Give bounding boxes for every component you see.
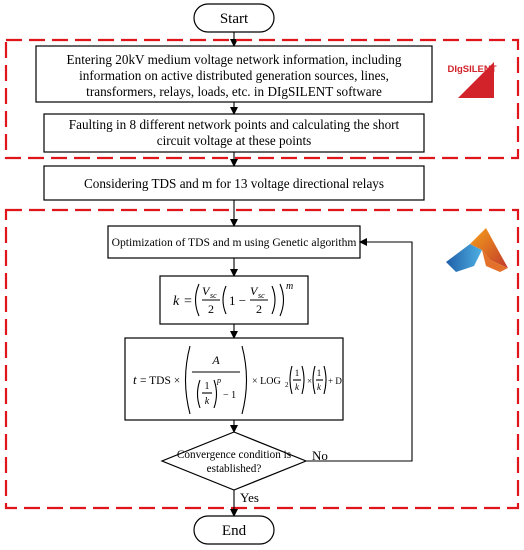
formula1-vsc-sub-a: sc [210,291,217,300]
formula2-last-one: 1 [317,368,322,378]
formula1-exp: m [286,281,293,292]
decision-line-1: Convergence condition is [177,449,291,461]
formula-k-box: k = V sc 2 1 − V sc 2 m [159,275,309,325]
formula2-last-k: k [317,382,322,392]
formula1-two-a: 2 [208,302,214,316]
matlab-logo-icon [446,228,508,272]
formula2-times: × [307,376,312,386]
start-terminal: Start [193,3,275,33]
step1-line-3: transformers, relays, loads, etc. in DIg… [86,84,382,99]
step-optimization-ga: Optimization of TDS and m using Genetic … [107,225,361,259]
start-label: Start [220,11,249,27]
step1-line-2: information on active distributed genera… [79,68,389,83]
end-terminal: End [193,515,275,545]
formula2-minus-one: − 1 [223,390,236,401]
step3-text: Considering TDS and m for 13 voltage dir… [84,176,384,191]
decision-convergence: Convergence condition is established? [160,431,308,491]
formula1-k: k [173,294,180,309]
formula-t-box: t = TDS × A 1 k p − 1 × LOG 2 1 k × 1 k … [124,337,344,421]
formula1-vsc-sub-b: sc [258,291,265,300]
formula2-plus-d: + D [328,376,342,386]
matlab-region [4,208,520,510]
formula2-log-sub: 2 [285,381,289,389]
step-enter-network-info: Entering 20kV medium voltage network inf… [35,45,433,103]
step2-line-2: circuit voltage at these points [157,133,312,148]
step1-line-1: Entering 20kV medium voltage network inf… [67,52,402,67]
step2-line-1: Faulting in 8 different network points a… [69,117,400,132]
formula1-vsc-a: V [202,284,211,298]
formula1-one-minus: 1 − [229,293,246,308]
decision-line-2: established? [207,463,262,475]
digsilent-logo-text: DIgSILENT [447,64,496,75]
formula1-vsc-b: V [250,284,259,298]
formula2-p: p [216,376,221,385]
yes-label: Yes [240,490,259,505]
formula1-two-b: 2 [256,302,262,316]
formula2-t: t [133,372,137,387]
formula2-log-k: k [295,382,300,392]
formula2-A: A [211,353,220,367]
end-label: End [222,523,247,539]
step4-text: Optimization of TDS and m using Genetic … [112,236,357,249]
formula1-eq: = [184,294,192,309]
arrow-no-loop-back [306,238,413,462]
formula2-log-one: 1 [295,368,300,378]
formula2-one: 1 [205,381,210,392]
formula2-k-den: k [205,396,210,407]
no-label: No [312,448,328,463]
formula2-eq: = TDS × [140,375,180,387]
formula2-times-log: × LOG [252,376,281,387]
digsilent-logo: DIgSILENT [447,58,497,98]
digsilent-region [4,38,520,160]
step-considering-tds: Considering TDS and m for 13 voltage dir… [43,165,425,201]
step-faulting-points: Faulting in 8 different network points a… [43,113,425,153]
